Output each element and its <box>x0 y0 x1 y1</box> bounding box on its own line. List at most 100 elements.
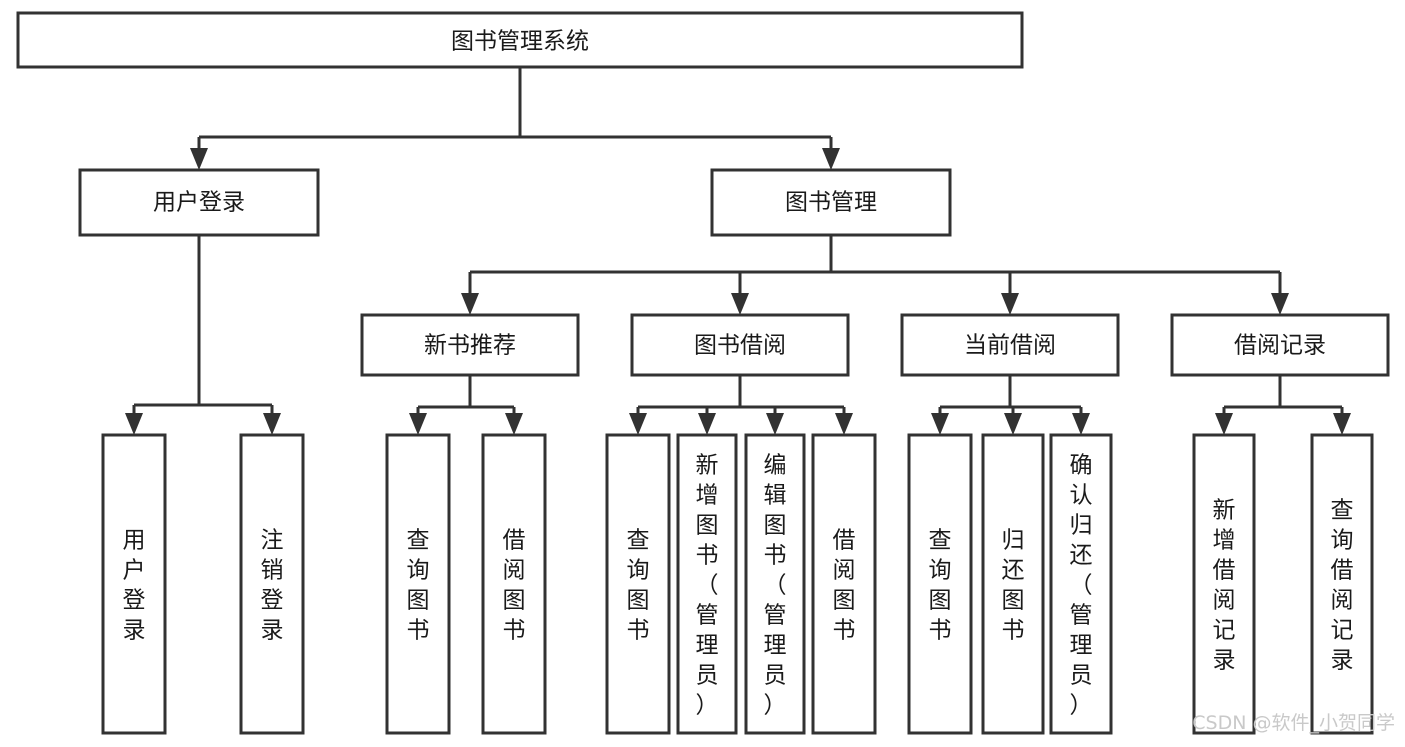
arrow-to-new-book-rec <box>461 272 479 315</box>
node-box[interactable] <box>360 313 580 377</box>
node-leaf-borrow-book-1[interactable]: 借阅图书 <box>481 433 547 735</box>
node-label: 借阅记录 <box>1234 333 1326 359</box>
node-label: 查询图书 <box>627 527 650 643</box>
node-label: 确认归还（管理员） <box>1070 452 1093 718</box>
node-leaf-add-record[interactable]: 新增借阅记录 <box>1192 433 1256 735</box>
arrow-to-leaf-edit-book <box>766 407 784 435</box>
node-box[interactable] <box>1192 433 1256 735</box>
node-new-book-rec[interactable]: 新书推荐 <box>360 313 580 377</box>
arrow-to-leaf-query-book-1 <box>409 407 427 435</box>
node-leaf-edit-book[interactable]: 编辑图书（管理员） <box>744 433 806 735</box>
arrowhead-icon <box>835 413 853 435</box>
node-borrow-record[interactable]: 借阅记录 <box>1170 313 1390 377</box>
node-label: 编辑图书（管理员） <box>764 452 787 718</box>
arrow-to-leaf-borrow-book-2 <box>835 407 853 435</box>
arrowhead-icon <box>629 413 647 435</box>
node-box[interactable] <box>907 433 973 735</box>
node-box[interactable] <box>630 313 850 377</box>
connector-group-bus-user-login <box>134 235 272 407</box>
arrowhead-icon <box>1001 293 1019 315</box>
node-current-borrow[interactable]: 当前借阅 <box>900 313 1120 377</box>
node-label: 用户登录 <box>123 527 146 643</box>
node-box[interactable] <box>1049 433 1113 735</box>
arrow-to-leaf-confirm-return <box>1072 407 1090 435</box>
arrowhead-icon <box>698 413 716 435</box>
arrowhead-icon <box>263 413 281 435</box>
connector-group-bus-book-mgmt <box>470 235 1280 274</box>
node-box[interactable] <box>710 168 952 237</box>
connector-group-bus-new-book-rec <box>418 375 514 409</box>
node-leaf-logout[interactable]: 注销登录 <box>239 433 305 735</box>
node-box[interactable] <box>605 433 671 735</box>
arrowhead-icon <box>1004 413 1022 435</box>
node-label: 图书借阅 <box>694 333 786 359</box>
node-box[interactable] <box>16 11 1024 69</box>
arrow-to-leaf-query-book-3 <box>931 407 949 435</box>
arrowhead-icon <box>731 293 749 315</box>
node-label: 新增借阅记录 <box>1213 497 1236 673</box>
arrow-to-current-borrow <box>1001 272 1019 315</box>
node-leaf-confirm-return[interactable]: 确认归还（管理员） <box>1049 433 1113 735</box>
node-label: 用户登录 <box>153 190 245 216</box>
node-leaf-query-book-1[interactable]: 查询图书 <box>385 433 451 735</box>
connector-group-bus-book-borrow <box>638 375 844 409</box>
node-box[interactable] <box>101 433 167 735</box>
arrowhead-icon <box>409 413 427 435</box>
node-label: 查询图书 <box>929 527 952 643</box>
node-leaf-add-book[interactable]: 新增图书（管理员） <box>676 433 738 735</box>
arrowhead-icon <box>505 413 523 435</box>
node-user-login[interactable]: 用户登录 <box>78 168 320 237</box>
arrow-to-book-mgmt <box>822 137 840 170</box>
node-box[interactable] <box>676 433 738 735</box>
node-leaf-query-book-3[interactable]: 查询图书 <box>907 433 973 735</box>
arrow-to-leaf-return-book <box>1004 407 1022 435</box>
node-root[interactable]: 图书管理系统 <box>16 11 1024 69</box>
node-leaf-borrow-book-2[interactable]: 借阅图书 <box>811 433 877 735</box>
node-box[interactable] <box>811 433 877 735</box>
arrowhead-icon <box>1215 413 1233 435</box>
arrow-to-leaf-add-book <box>698 407 716 435</box>
csdn-watermark: CSDN @软件_小贺同学 <box>1192 712 1395 734</box>
node-box[interactable] <box>1310 433 1374 735</box>
node-box[interactable] <box>239 433 305 735</box>
node-label: 图书管理 <box>785 190 877 216</box>
node-box[interactable] <box>981 433 1045 735</box>
arrowhead-icon <box>1333 413 1351 435</box>
arrowhead-icon <box>931 413 949 435</box>
node-box[interactable] <box>744 433 806 735</box>
node-label: 图书管理系统 <box>451 29 589 55</box>
connector-group-bus-borrow-record <box>1224 375 1342 409</box>
node-box[interactable] <box>900 313 1120 377</box>
arrow-to-borrow-record <box>1271 272 1289 315</box>
node-leaf-return-book[interactable]: 归还图书 <box>981 433 1045 735</box>
connector-group-bus-root <box>199 67 831 139</box>
node-book-mgmt[interactable]: 图书管理 <box>710 168 952 237</box>
node-book-borrow[interactable]: 图书借阅 <box>630 313 850 377</box>
node-leaf-query-book-2[interactable]: 查询图书 <box>605 433 671 735</box>
arrowhead-icon <box>766 413 784 435</box>
arrowhead-icon <box>190 148 208 170</box>
arrow-to-leaf-add-record <box>1215 407 1233 435</box>
node-leaf-query-record[interactable]: 查询借阅记录 <box>1310 433 1374 735</box>
node-label: 查询借阅记录 <box>1331 497 1354 673</box>
node-label: 归还图书 <box>1002 527 1025 643</box>
node-label: 新增图书（管理员） <box>696 452 719 718</box>
node-leaf-user-login[interactable]: 用户登录 <box>101 433 167 735</box>
connector-layer <box>125 67 1351 435</box>
arrow-to-book-borrow <box>731 272 749 315</box>
arrowhead-icon <box>822 148 840 170</box>
node-box[interactable] <box>1170 313 1390 377</box>
node-label: 查询图书 <box>407 527 430 643</box>
arrow-to-user-login <box>190 137 208 170</box>
arrowhead-icon <box>1072 413 1090 435</box>
arrow-to-leaf-user-login <box>125 405 143 435</box>
node-label: 借阅图书 <box>833 527 856 643</box>
node-layer: 图书管理系统用户登录图书管理新书推荐图书借阅当前借阅借阅记录用户登录注销登录查询… <box>16 11 1390 735</box>
node-box[interactable] <box>385 433 451 735</box>
connector-group-bus-current-borrow <box>940 375 1081 409</box>
arrow-to-leaf-query-record <box>1333 407 1351 435</box>
node-box[interactable] <box>78 168 320 237</box>
node-box[interactable] <box>481 433 547 735</box>
